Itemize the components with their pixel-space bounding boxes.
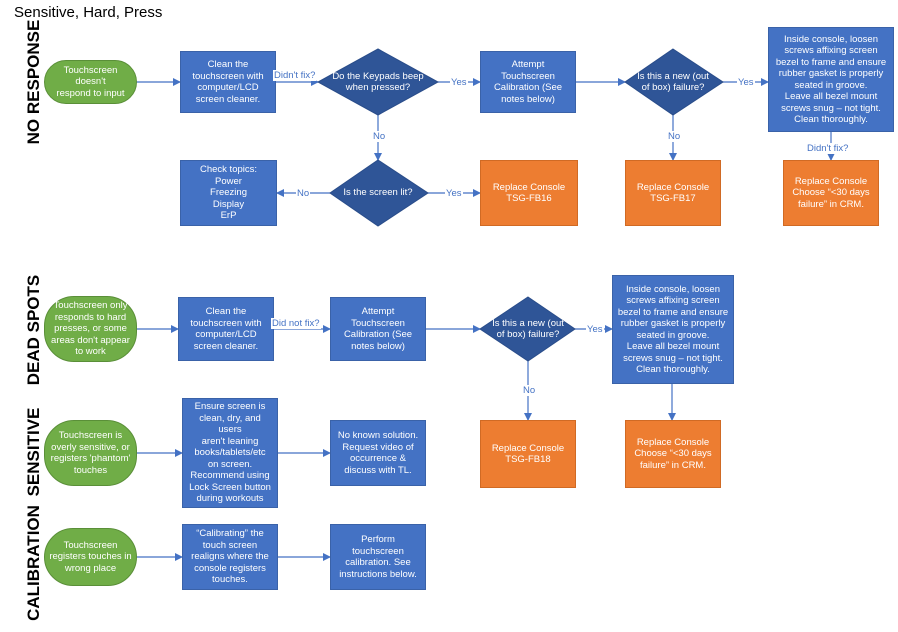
process-ds-clean: Clean the touchscreen with computer/LCD … bbox=[178, 297, 274, 361]
process-nr-calib: Attempt Touchscreen Calibration (See not… bbox=[480, 51, 576, 113]
process-ds-loosen: Inside console, loosen screws affixing s… bbox=[612, 275, 734, 384]
edge-label-nr-no-1: No bbox=[372, 131, 387, 142]
edge-label-nr-no-2: No bbox=[296, 188, 311, 199]
process-se-noknown: No known solution. Request video of occu… bbox=[330, 420, 426, 486]
process-ca-perform: Perform touchscreen calibration. See ins… bbox=[330, 524, 426, 590]
terminal-ca-start: Touchscreen registers touches in wrong p… bbox=[44, 528, 137, 586]
terminal-nr-start: Touchscreen doesn't respond to input bbox=[44, 60, 137, 104]
edge-label-nr-yes-1: Yes bbox=[450, 77, 468, 88]
edge-label-ds-yes: Yes bbox=[586, 324, 604, 335]
process-nr-loosen: Inside console, loosen screws affixing s… bbox=[768, 27, 894, 132]
edge-label-nr-didnt-fix-2: Didn't fix? bbox=[806, 143, 850, 154]
edge-label-nr-yes-2: Yes bbox=[737, 77, 755, 88]
replace-ds-30: Replace Console Choose “<30 days failure… bbox=[625, 420, 721, 488]
edge-label-nr-no-3: No bbox=[667, 131, 682, 142]
terminal-se-start: Touchscreen is overly sensitive, or regi… bbox=[44, 420, 137, 486]
decision-nr-beep: Do the Keypads beep when pressed? bbox=[332, 70, 424, 94]
edge-label-ds-no: No bbox=[522, 385, 537, 396]
replace-nr-fb16: Replace Console TSG-FB16 bbox=[480, 160, 578, 226]
edge-label-nr-didnt-fix: Didn't fix? bbox=[273, 70, 317, 81]
process-se-ensure: Ensure screen is clean, dry, and users a… bbox=[182, 398, 278, 508]
diamond-nr-lit bbox=[329, 159, 429, 227]
decision-nr-lit: Is the screen lit? bbox=[343, 187, 413, 199]
replace-nr-fb17: Replace Console TSG-FB17 bbox=[625, 160, 721, 226]
diamond-ds-new bbox=[479, 296, 576, 362]
process-ds-calib: Attempt Touchscreen Calibration (See not… bbox=[330, 297, 426, 361]
decision-ds-new: Is this a new (out of box) failure? bbox=[492, 317, 564, 341]
page-title: Sensitive, Hard, Press bbox=[14, 4, 163, 21]
replace-nr-30: Replace Console Choose “<30 days failure… bbox=[783, 160, 879, 226]
terminal-ds-start: Touchscreen only responds to hard presse… bbox=[44, 296, 137, 362]
process-ca-calibrating: “Calibrating” the touch screen realigns … bbox=[182, 524, 278, 590]
process-nr-clean: Clean the touchscreen with computer/LCD … bbox=[180, 51, 276, 113]
decision-nr-new: Is this a new (out of box) failure? bbox=[637, 70, 709, 94]
edge-label-nr-yes-3: Yes bbox=[445, 188, 463, 199]
diamond-nr-new bbox=[624, 48, 724, 116]
process-nr-topics: Check topics: Power Freezing Display ErP bbox=[180, 160, 277, 226]
edge-label-ds-did-not-fix: Did not fix? bbox=[271, 318, 321, 329]
diamond-nr-beep bbox=[316, 48, 440, 116]
replace-ds-fb18: Replace Console TSG-FB18 bbox=[480, 420, 576, 488]
